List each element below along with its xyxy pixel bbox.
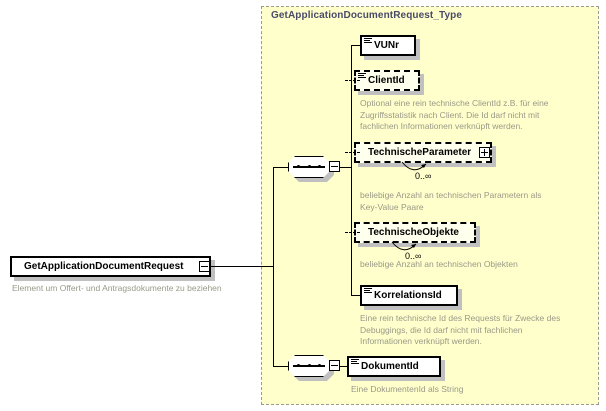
element-box-dokumentid[interactable]: DokumentId — [347, 356, 441, 377]
connector-trunk-to-sequence-1 — [273, 167, 288, 168]
element-label-dokumentid: DokumentId — [361, 361, 419, 372]
annotation-technischeobjekte: beliebige Anzahl an technischen Objekten — [360, 259, 518, 269]
root-element-annotation: Element um Offert- und Antragsdokumente … — [12, 283, 222, 293]
element-box-vunr[interactable]: VUNr — [360, 35, 416, 56]
element-label-technischeparameter: TechnischeParameter — [368, 147, 472, 158]
occurrence-arc-technischeobjekte — [391, 241, 417, 251]
connector-to-korrelationsid — [351, 295, 360, 296]
element-box-clientid[interactable]: ClientId — [354, 70, 420, 91]
root-element-label: GetApplicationDocumentRequest — [24, 261, 184, 272]
connector-to-clientid — [345, 80, 360, 81]
annotation-korrelationsid: Eine rein technische Id des Requests für… — [360, 313, 561, 346]
connector-sequence-1-out — [339, 167, 352, 168]
occurrence-arc-technischeparameter — [401, 161, 427, 171]
sequence-dots — [297, 364, 321, 367]
connector-sequence-1-members-vertical — [351, 45, 352, 295]
type-title: GetApplicationDocumentRequest_Type — [271, 10, 463, 21]
content-model-icon — [358, 73, 366, 79]
element-label-clientid: ClientId — [368, 75, 405, 86]
sequence-2-node[interactable] — [288, 355, 330, 377]
content-model-icon — [364, 38, 372, 44]
occurrence-label-technischeparameter: 0..∞ — [415, 171, 432, 181]
connector-to-technischeparameter — [345, 152, 360, 153]
element-label-vunr: VUNr — [374, 40, 400, 51]
element-label-technischeobjekte: TechnischeObjekte — [368, 227, 459, 238]
connector-trunk-vertical — [273, 167, 274, 367]
technischeparameter-expander-plus-icon[interactable] — [479, 147, 490, 158]
root-expander-minus-icon[interactable] — [199, 261, 210, 272]
occurrence-label-technischeobjekte: 0..∞ — [405, 251, 422, 261]
content-model-icon — [364, 288, 372, 294]
annotation-dokumentid: Eine DokumentenId als String — [351, 384, 464, 394]
connector-to-technischeobjekte — [345, 232, 360, 233]
root-element-box[interactable]: GetApplicationDocumentRequest — [10, 256, 211, 277]
content-model-icon — [351, 359, 359, 365]
element-box-korrelationsid[interactable]: KorrelationsId — [360, 285, 458, 306]
type-container — [261, 6, 599, 405]
sequence-2-expander-minus-icon[interactable] — [329, 360, 340, 371]
connector-trunk-to-sequence-2 — [273, 366, 288, 367]
annotation-technischeparameter: beliebige Anzahl an technischen Paramete… — [360, 190, 542, 212]
sequence-1-expander-minus-icon[interactable] — [329, 161, 340, 172]
connector-sequence-2-out — [339, 366, 348, 367]
sequence-1-node[interactable] — [288, 156, 330, 178]
annotation-clientid: Optional eine rein technische ClientId z… — [360, 98, 549, 131]
element-label-korrelationsid: KorrelationsId — [374, 290, 442, 301]
connector-root-to-trunk — [210, 266, 274, 267]
connector-to-vunr — [351, 45, 360, 46]
sequence-dots — [297, 165, 321, 168]
